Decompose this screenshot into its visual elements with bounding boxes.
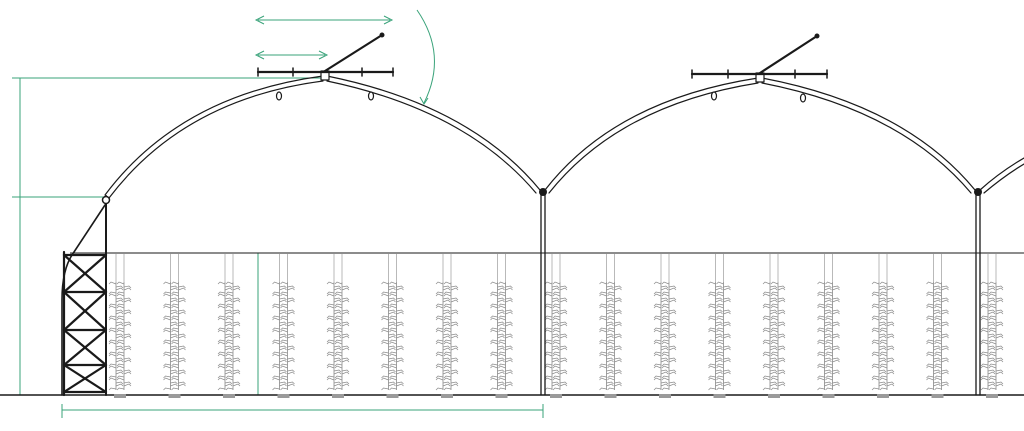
roof-arch-2 [544,77,759,191]
plant-8 [490,253,513,398]
plant-12 [708,253,731,398]
plant-pot [931,394,944,398]
plant-7 [435,253,459,398]
vent-swing-arc [416,9,435,104]
plant-14 [817,253,840,398]
greenhouse-structure [61,32,1024,397]
plant-pot [713,394,726,398]
plant-13 [762,253,786,398]
plant-9 [544,253,568,398]
plant-6 [381,253,404,398]
roof-vent-1 [256,32,395,77]
curtain-roller [101,195,111,205]
plant-2 [163,253,186,398]
plant-rows [108,253,1004,398]
plant-16 [926,253,949,398]
plant-pot [768,394,780,398]
roof-arch-3-partial [979,157,1024,191]
end-wall-bracing [62,250,108,397]
gutter-connector-2 [974,188,982,196]
plant-pot [822,394,835,398]
plant-1 [108,253,132,398]
roof-vent-2 [690,33,829,79]
plant-pot [168,394,181,398]
roof-arch-1 [104,75,324,196]
plant-pot [550,394,562,398]
plant-17 [980,253,1004,398]
plant-pot [223,394,235,398]
plant-5 [326,253,350,398]
plant-15 [871,253,895,398]
plant-pot [441,394,453,398]
plant-10 [599,253,622,398]
plant-pot [332,394,344,398]
plant-pot [114,394,126,398]
plant-pot [277,394,290,398]
plant-pot [495,394,508,398]
plant-pot [604,394,617,398]
plant-4 [272,253,295,398]
dimension-annotations [12,9,544,418]
plant-pot [386,394,399,398]
plant-3 [217,253,241,398]
plant-pot [986,394,998,398]
plant-pot [877,394,889,398]
plant-11 [653,253,677,398]
vent-flap-1 [323,33,384,73]
gutter-connector-1 [539,188,547,196]
plant-pot [659,394,671,398]
vent-flap-2 [758,34,819,75]
